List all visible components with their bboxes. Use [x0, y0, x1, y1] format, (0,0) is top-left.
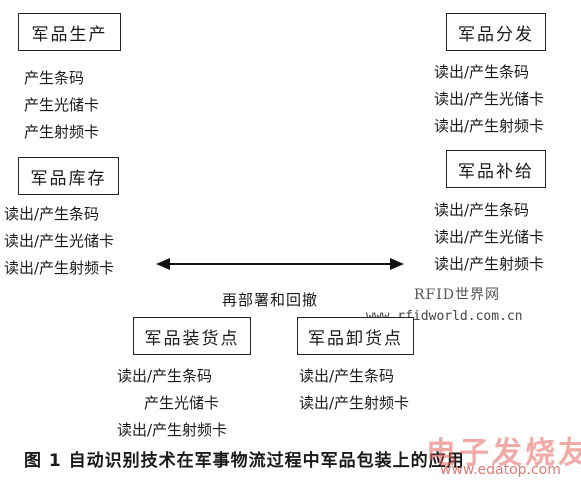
production-items: 产生条码 产生光储卡 产生射频卡	[24, 65, 99, 146]
distribution-items: 读出/产生条码 读出/产生光储卡 读出/产生射频卡	[434, 59, 544, 140]
inventory-title: 军品库存	[30, 168, 107, 189]
list-item: 读出/产生条码	[299, 367, 395, 385]
loading-box: 军品装货点	[133, 317, 251, 355]
list-item: 产生射频卡	[24, 123, 100, 141]
list-item: 读出/产生条码	[434, 63, 530, 81]
list-item: 读出/产生射频卡	[299, 394, 410, 412]
inventory-items: 读出/产生条码 读出/产生光储卡 读出/产生射频卡	[4, 201, 114, 282]
figure-caption: 图 1 自动识别技术在军事物流过程中军品包装上的应用	[24, 451, 465, 471]
unloading-items: 读出/产生条码 读出/产生射频卡	[299, 363, 409, 417]
list-item: 读出/产生光储卡	[434, 228, 545, 246]
unloading-title: 军品卸货点	[308, 328, 403, 349]
list-item: 读出/产生条码	[434, 201, 530, 219]
list-item: 读出/产生射频卡	[117, 421, 228, 439]
list-item: 产生光储卡	[24, 96, 100, 114]
list-item: 读出/产生光储卡	[4, 232, 115, 250]
list-item: 读出/产生光储卡	[434, 90, 545, 108]
list-item: 读出/产生射频卡	[434, 255, 545, 273]
list-item: 读出/产生射频卡	[434, 117, 545, 135]
distribution-box: 军品分发	[446, 13, 546, 51]
loading-items: 读出/产生条码 产生光储卡 读出/产生射频卡	[117, 363, 227, 444]
watermark-site2-url: www.edatop.com	[440, 462, 561, 478]
arrowhead-left-icon	[156, 258, 170, 270]
list-item: 读出/产生射频卡	[4, 259, 115, 277]
supply-box: 军品补给	[446, 150, 546, 188]
watermark-site-name: RFID世界网	[414, 287, 501, 303]
arrow-label: 再部署和回撤	[222, 291, 319, 309]
loading-title: 军品装货点	[144, 328, 240, 349]
arrowhead-right-icon	[390, 258, 404, 270]
supply-title: 军品补给	[458, 161, 534, 182]
inventory-box: 军品库存	[18, 157, 119, 195]
production-box: 军品生产	[18, 13, 121, 51]
distribution-title: 军品分发	[458, 24, 534, 45]
unloading-box: 军品卸货点	[297, 317, 414, 355]
supply-items: 读出/产生条码 读出/产生光储卡 读出/产生射频卡	[434, 197, 544, 278]
list-item: 产生光储卡	[144, 394, 220, 412]
list-item: 读出/产生条码	[4, 205, 100, 223]
list-item: 产生条码	[24, 69, 85, 87]
list-item: 读出/产生条码	[117, 367, 213, 385]
production-title: 军品生产	[31, 24, 108, 45]
watermark-site2-name: 电子发烧友	[426, 436, 581, 471]
